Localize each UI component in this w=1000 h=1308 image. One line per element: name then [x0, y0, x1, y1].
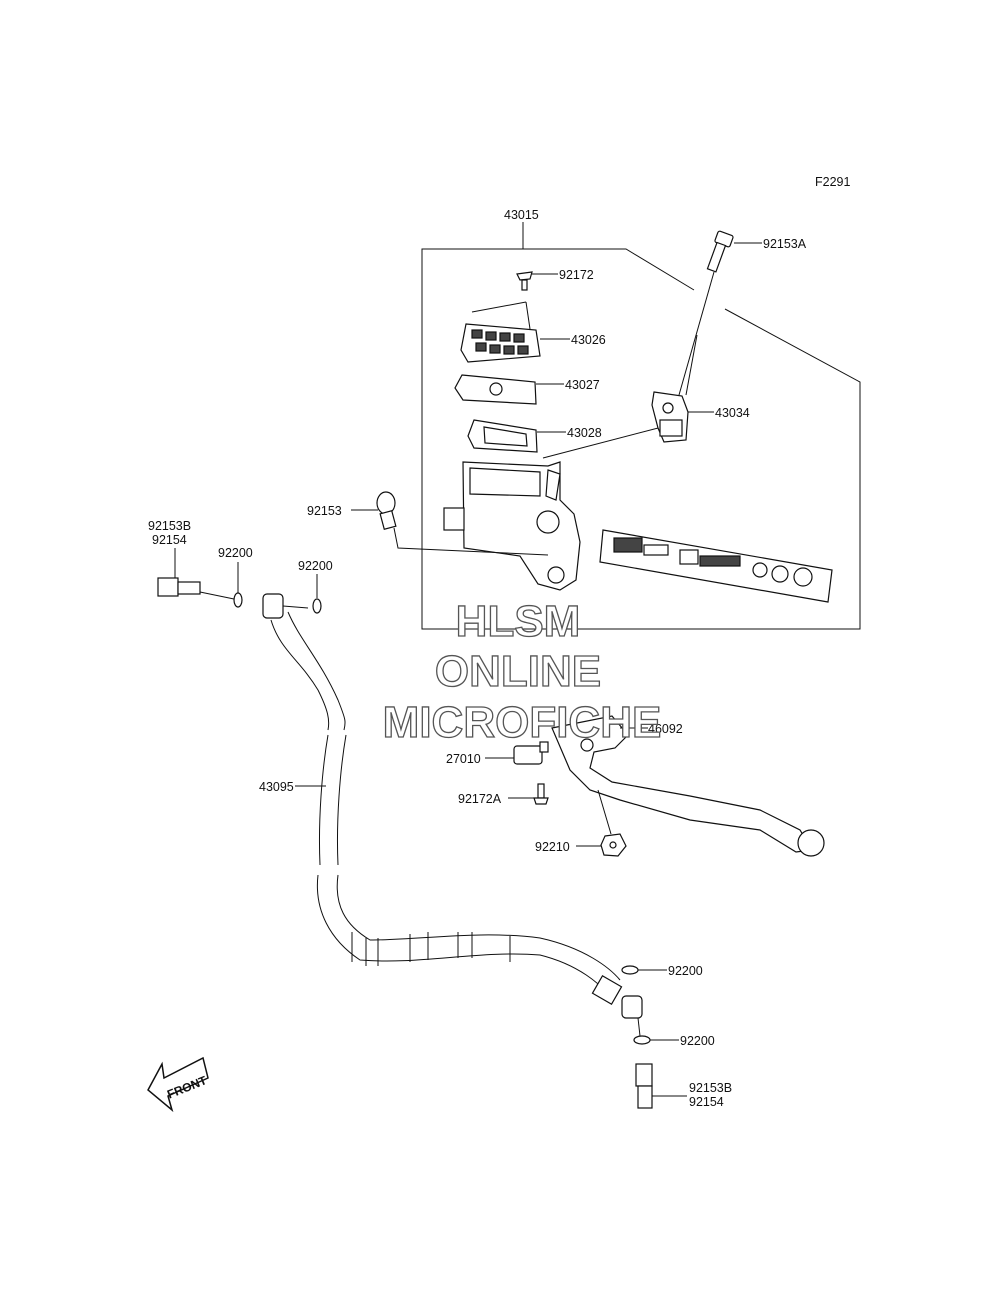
label-92200-c[interactable]: 92200: [668, 964, 703, 978]
label-92154-top[interactable]: 92154: [152, 533, 187, 547]
label-43028[interactable]: 43028: [567, 426, 602, 440]
watermark-line1: HLSM: [456, 597, 581, 646]
label-43027[interactable]: 43027: [565, 378, 600, 392]
bolt-92153A[interactable]: [706, 230, 734, 273]
front-arrow-icon: FRONT: [147, 1056, 209, 1113]
watermark-line3: MICROFICHE: [383, 698, 662, 747]
label-92200-b[interactable]: 92200: [298, 559, 333, 573]
label-92172[interactable]: 92172: [559, 268, 594, 282]
cap-43026[interactable]: [460, 323, 541, 363]
label-43034[interactable]: 43034: [715, 406, 750, 420]
plate-43027[interactable]: [454, 374, 537, 405]
switch-27010[interactable]: [513, 741, 549, 765]
label-92153B-top[interactable]: 92153B: [148, 519, 191, 533]
label-92153A[interactable]: 92153A: [763, 237, 807, 251]
master-cylinder-body[interactable]: [443, 461, 581, 591]
washer-92200-d[interactable]: [633, 1035, 651, 1045]
washer-92200-b[interactable]: [312, 598, 322, 614]
screw-92172[interactable]: [516, 271, 533, 291]
diaphragm-43028[interactable]: [467, 419, 538, 453]
label-92153[interactable]: 92153: [307, 504, 342, 518]
bracket-43034[interactable]: [651, 391, 689, 443]
label-92172A[interactable]: 92172A: [458, 792, 502, 806]
watermark: HLSM ONLINE MICROFICHE: [382, 596, 662, 747]
label-92154-bottom[interactable]: 92154: [689, 1095, 724, 1109]
banjo-fitting-top[interactable]: [262, 593, 309, 619]
banjo-bolt-bottom[interactable]: [635, 1063, 653, 1109]
label-92153B-bottom[interactable]: 92153B: [689, 1081, 732, 1095]
label-43095[interactable]: 43095: [259, 780, 294, 794]
bolt-92153[interactable]: [376, 491, 397, 531]
nut-92210[interactable]: [600, 833, 627, 857]
label-92200-a[interactable]: 92200: [218, 546, 253, 560]
assembly-43015-outline: [421, 222, 861, 630]
banjo-bolt-top[interactable]: [157, 577, 201, 597]
piston-kit[interactable]: [599, 529, 833, 603]
label-43015[interactable]: 43015: [504, 208, 539, 222]
lever-46092[interactable]: [551, 715, 825, 857]
label-46092[interactable]: 46092: [648, 722, 683, 736]
label-43026[interactable]: 43026: [571, 333, 606, 347]
washer-92200-a[interactable]: [233, 592, 243, 608]
washer-92200-c[interactable]: [621, 965, 639, 975]
hose-43095[interactable]: [270, 611, 643, 1019]
label-92210[interactable]: 92210: [535, 840, 570, 854]
figure-code: F2291: [815, 175, 850, 189]
watermark-line2: ONLINE: [435, 647, 601, 696]
label-92200-d[interactable]: 92200: [680, 1034, 715, 1048]
screw-92172A[interactable]: [533, 783, 549, 805]
label-27010[interactable]: 27010: [446, 752, 481, 766]
